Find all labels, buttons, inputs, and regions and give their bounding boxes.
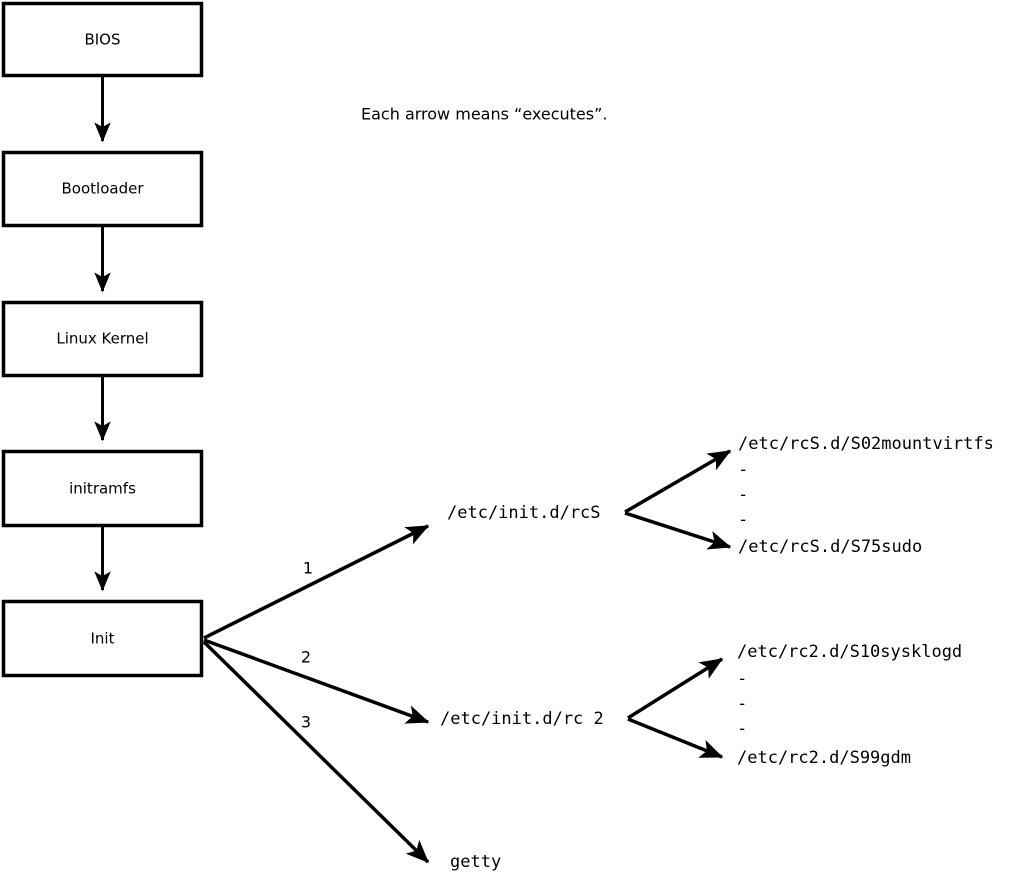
arrow-rcs-to-last-script <box>624 511 732 550</box>
script-rcs-ellipsis-2: - <box>738 485 748 505</box>
node-kernel-box <box>1 300 204 378</box>
arrow-rc2-to-first-script <box>627 657 724 720</box>
arrow-init-to-getty <box>202 640 430 864</box>
node-bootloader: Bootloader <box>1 150 204 228</box>
script-rcs-ellipsis-1: - <box>738 460 748 480</box>
node-bootloader-box <box>1 150 204 228</box>
arrow-rcs-to-first-script <box>624 449 732 514</box>
node-bios: BIOS <box>1 1 204 78</box>
node-initramfs-label: initramfs <box>69 480 136 498</box>
script-rc2-ellipsis-2: - <box>737 694 747 714</box>
script-rc2-last: /etc/rc2.d/S99gdm <box>737 748 911 768</box>
script-rc2-first: /etc/rc2.d/S10sysklogd <box>737 642 962 662</box>
node-initramfs-box <box>1 449 204 528</box>
script-rcs-last: /etc/rcS.d/S75sudo <box>738 537 922 557</box>
branch-number-3: 3 <box>301 713 311 732</box>
node-initramfs: initramfs <box>1 449 204 528</box>
node-kernel-label: Linux Kernel <box>56 330 148 348</box>
node-kernel: Linux Kernel <box>1 300 204 378</box>
node-getty-label: getty <box>450 852 501 872</box>
node-bios-label: BIOS <box>84 31 120 49</box>
arrow-init-to-rcs <box>203 524 430 640</box>
node-init-box <box>1 599 204 678</box>
legend-note: Each arrow means “executes”. <box>361 105 607 124</box>
node-bios-box <box>1 1 204 78</box>
node-init: Init <box>1 599 204 678</box>
arrow-rc2-to-last-script <box>627 717 724 759</box>
arrow-init-to-rc2 <box>203 638 430 724</box>
node-bootloader-label: Bootloader <box>62 180 145 198</box>
script-rc2-ellipsis-1: - <box>737 669 747 689</box>
node-init-label: Init <box>91 630 115 648</box>
script-rcs-first: /etc/rcS.d/S02mountvirtfs <box>738 434 994 454</box>
node-init-d-rc2-label: /etc/init.d/rc 2 <box>440 709 604 729</box>
branch-number-2: 2 <box>301 648 311 667</box>
node-init-d-rcs-label: /etc/init.d/rcS <box>447 503 601 523</box>
branch-number-1: 1 <box>303 559 313 578</box>
script-rcs-ellipsis-3: - <box>738 510 748 530</box>
script-rc2-ellipsis-3: - <box>737 719 747 739</box>
